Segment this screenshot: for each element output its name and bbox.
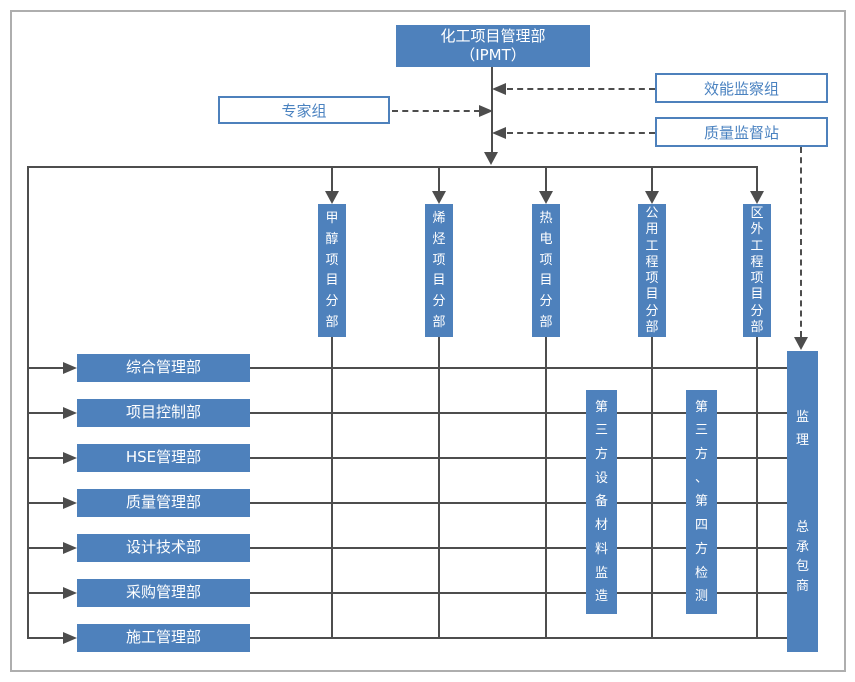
department-arrow-icon-1 xyxy=(63,362,77,374)
division-label: 甲醇项目分部 xyxy=(325,210,339,331)
quality-station-arrow-icon xyxy=(492,127,506,139)
department-branch-line-3 xyxy=(27,457,64,459)
quality-station-label: 质量监督站 xyxy=(703,123,779,142)
division-drop-line-1 xyxy=(331,166,333,192)
division-arrow-icon-2 xyxy=(432,191,446,204)
supervisor-label: 监理 xyxy=(795,410,809,448)
efficiency-supervision-label: 效能监察组 xyxy=(703,79,779,98)
department-box-project-control: 项目控制部 xyxy=(77,399,250,427)
department-branch-line-4 xyxy=(27,502,64,504)
third-party-label: 第三方、第四方检测 xyxy=(694,399,708,605)
department-row-line-7 xyxy=(250,637,787,639)
division-drop-line-2 xyxy=(438,166,440,192)
division-column-line-3 xyxy=(545,337,547,638)
department-branch-line-7 xyxy=(27,637,64,639)
distribution-line xyxy=(27,166,758,168)
department-arrow-icon-4 xyxy=(63,497,77,509)
department-box-design-technology: 设计技术部 xyxy=(77,534,250,562)
department-box-general-management: 综合管理部 xyxy=(77,354,250,382)
division-label: 区外工程项目分部 xyxy=(750,206,764,335)
department-row-line-3 xyxy=(250,457,787,459)
division-arrow-icon-5 xyxy=(750,191,764,204)
division-drop-line-4 xyxy=(651,166,653,192)
division-box-utility-engineering: 公用工程项目分部 xyxy=(638,204,666,337)
department-label: 项目控制部 xyxy=(125,403,201,422)
division-arrow-icon-4 xyxy=(645,191,659,204)
ipmt-down-arrow-icon xyxy=(484,152,498,165)
quality-station-dashed-line xyxy=(507,132,655,134)
expert-group-box: 专家组 xyxy=(218,96,390,124)
department-row-line-1 xyxy=(250,367,787,369)
department-box-procurement: 采购管理部 xyxy=(77,579,250,607)
ipmt-box: 化工项目管理部 （IPMT） xyxy=(396,25,590,67)
department-box-construction: 施工管理部 xyxy=(77,624,250,652)
efficiency-supervision-box: 效能监察组 xyxy=(655,73,828,103)
third-party-testing-box: 第三方、第四方检测 xyxy=(686,390,717,614)
expert-group-arrow-icon xyxy=(479,105,493,117)
division-box-thermal-power: 热电项目分部 xyxy=(532,204,560,337)
division-drop-line-5 xyxy=(756,166,758,192)
department-branch-line-2 xyxy=(27,412,64,414)
department-label: 综合管理部 xyxy=(125,358,201,377)
quality-station-down-arrow-icon xyxy=(794,337,808,350)
division-column-line-5 xyxy=(756,337,758,638)
supervisor-contractor-box: 监理 总承包商 xyxy=(787,351,818,652)
department-row-line-6 xyxy=(250,592,787,594)
quality-station-box: 质量监督站 xyxy=(655,117,828,147)
department-row-line-2 xyxy=(250,412,787,414)
efficiency-supervision-arrow-icon xyxy=(492,83,506,95)
department-arrow-icon-3 xyxy=(63,452,77,464)
division-drop-line-3 xyxy=(545,166,547,192)
department-box-quality: 质量管理部 xyxy=(77,489,250,517)
department-arrow-icon-6 xyxy=(63,587,77,599)
division-label: 烯烃项目分部 xyxy=(432,210,446,331)
expert-group-dashed-line xyxy=(392,110,480,112)
department-box-hse: HSE管理部 xyxy=(77,444,250,472)
quality-station-drop-dashed-line xyxy=(800,147,802,337)
third-party-label: 第三方设备材料监造 xyxy=(594,399,608,605)
division-label: 热电项目分部 xyxy=(539,210,553,331)
division-box-outside-engineering: 区外工程项目分部 xyxy=(743,204,771,337)
division-column-line-2 xyxy=(438,337,440,638)
division-arrow-icon-1 xyxy=(325,191,339,204)
division-box-methanol: 甲醇项目分部 xyxy=(318,204,346,337)
department-arrow-icon-7 xyxy=(63,632,77,644)
expert-group-label: 专家组 xyxy=(281,101,327,120)
department-row-line-5 xyxy=(250,547,787,549)
efficiency-supervision-dashed-line xyxy=(507,88,655,90)
department-label: HSE管理部 xyxy=(125,448,202,467)
department-arrow-icon-5 xyxy=(63,542,77,554)
third-party-supervision-box: 第三方设备材料监造 xyxy=(586,390,617,614)
division-arrow-icon-3 xyxy=(539,191,553,204)
left-trunk-line xyxy=(27,166,29,638)
department-label: 质量管理部 xyxy=(125,493,201,512)
department-label: 设计技术部 xyxy=(125,538,201,557)
ipmt-subtitle: （IPMT） xyxy=(460,46,526,64)
department-arrow-icon-2 xyxy=(63,407,77,419)
division-box-olefin: 烯烃项目分部 xyxy=(425,204,453,337)
ipmt-title: 化工项目管理部 xyxy=(440,26,546,45)
department-branch-line-6 xyxy=(27,592,64,594)
department-label: 采购管理部 xyxy=(125,583,201,602)
department-branch-line-5 xyxy=(27,547,64,549)
division-column-line-4 xyxy=(651,337,653,638)
department-branch-line-1 xyxy=(27,367,64,369)
department-label: 施工管理部 xyxy=(125,628,201,647)
division-label: 公用工程项目分部 xyxy=(645,206,659,335)
division-column-line-1 xyxy=(331,337,333,638)
department-row-line-4 xyxy=(250,502,787,504)
general-contractor-label: 总承包商 xyxy=(795,520,809,594)
